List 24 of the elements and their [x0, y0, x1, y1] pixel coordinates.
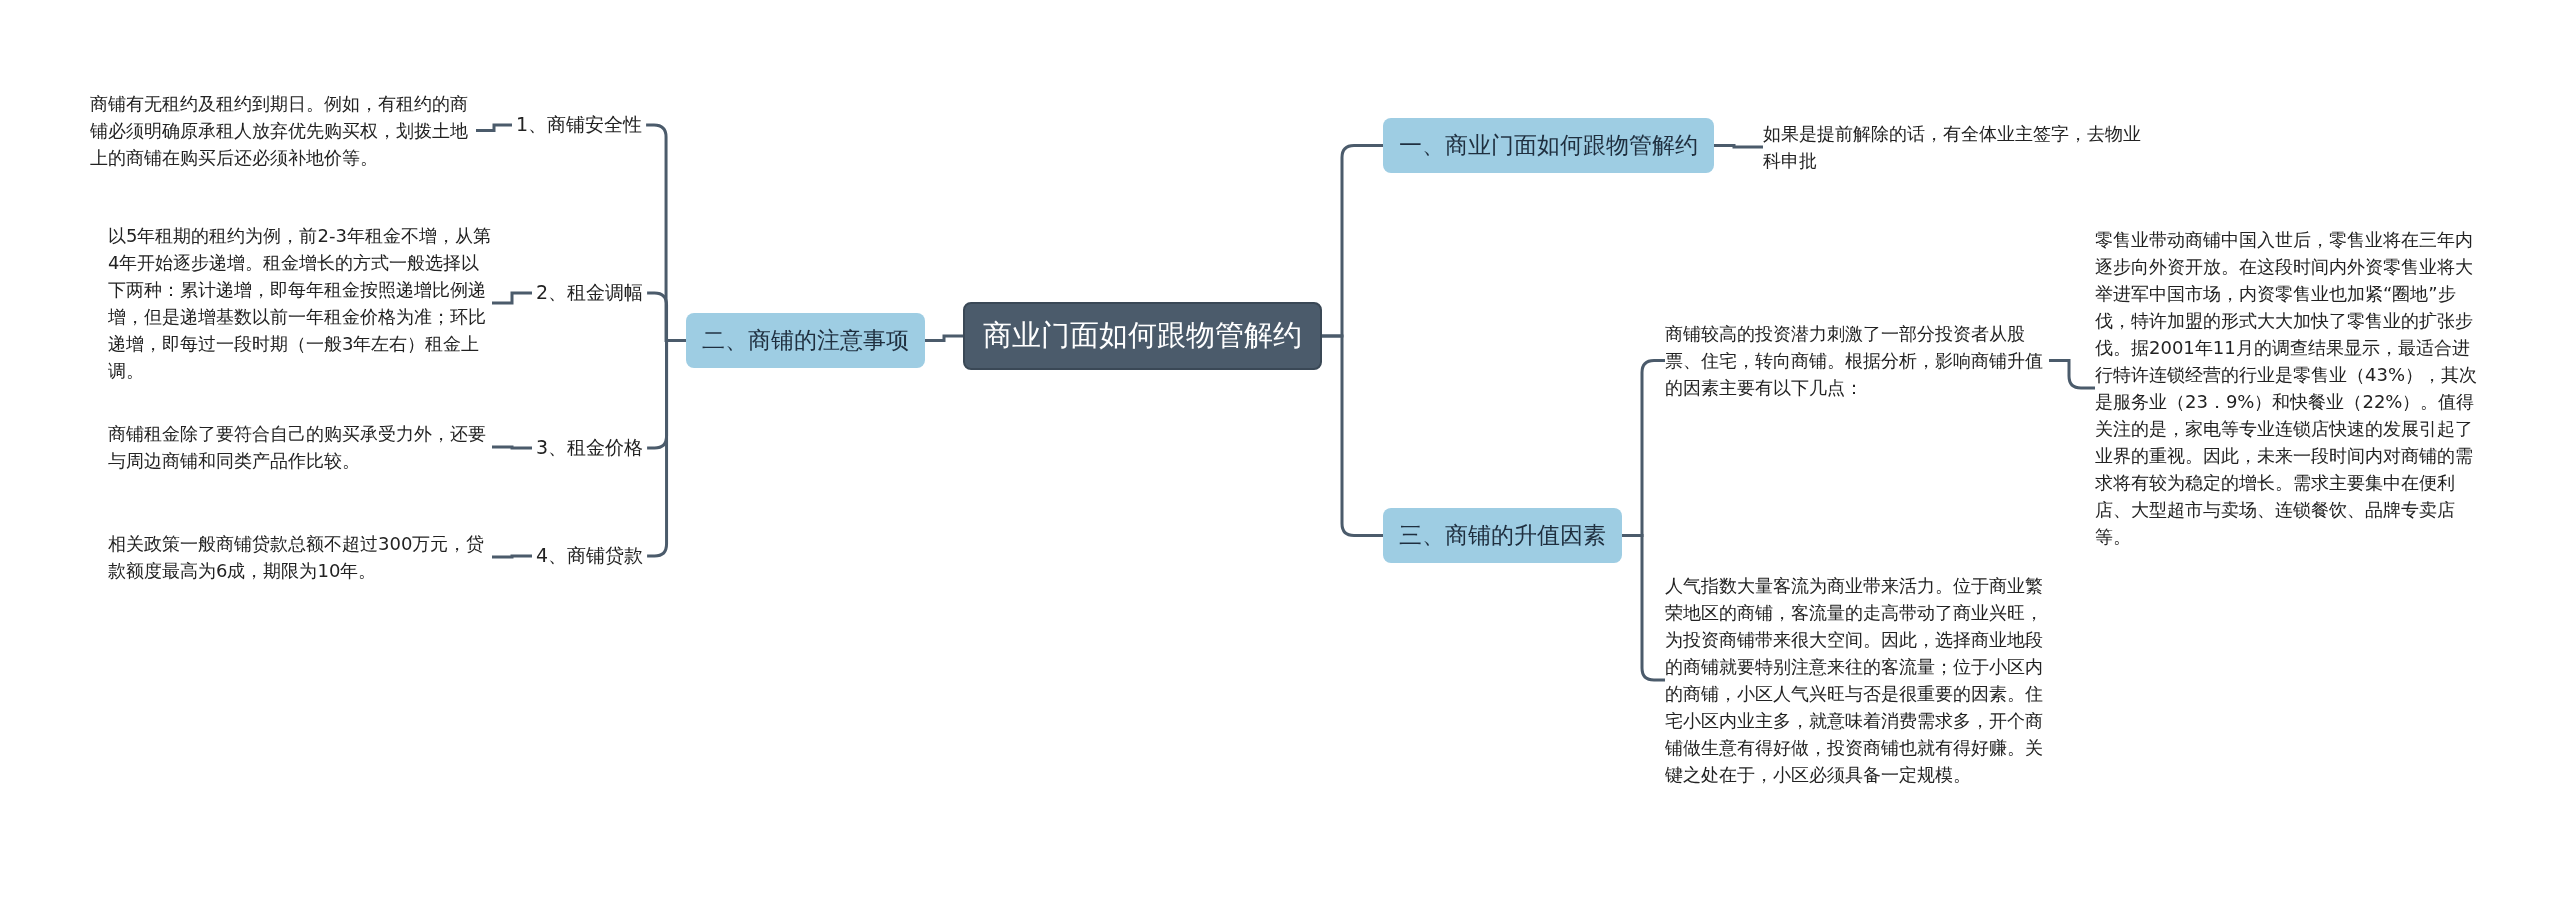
topic-box: 二、商铺的注意事项: [686, 313, 925, 368]
subtopic-label: 1、商铺安全性: [512, 110, 647, 140]
connector-line: [476, 123, 512, 132]
connector-line: [492, 445, 532, 450]
connector-line: [492, 291, 532, 305]
connector-line: [1714, 144, 1763, 149]
subtopic-label: 4、商铺贷款: [532, 541, 648, 571]
note-text: 以5年租期的租约为例，前2-3年租金不增，从第4年开始逐步递增。租金增长的方式一般选择以下两种：累计递增，即每年租金按照递增比例递增，但是递增基数以前一年租金价格为准；环比递增，即每过一段时期（一般3年左右）租金上调。: [108, 222, 492, 384]
note-text: 相关政策一般商铺贷款总额不超过300万元，贷款额度最高为6成，期限为10年。: [108, 530, 492, 584]
topic-box: 三、商铺的升值因素: [1383, 508, 1622, 563]
subtopic-label: 3、租金价格: [532, 433, 648, 463]
connector-line: [492, 554, 532, 559]
note-text: 商铺有无租约及租约到期日。例如，有租约的商铺必须明确原承租人放弃优先购买权，划拨土地上的商铺在购买后还必须补地价等。: [90, 90, 476, 171]
note-text: 如果是提前解除的话，有全体业主签字，去物业科申批: [1763, 120, 2143, 174]
note-text: 商铺租金除了要符合自己的购买承受力外，还要与周边商铺和同类产品作比较。: [108, 420, 492, 474]
subtopic-label: 2、租金调幅: [532, 278, 648, 308]
connector-line: [1322, 334, 1383, 537]
note-text: 商铺较高的投资潜力刺激了一部分投资者从股票、住宅，转向商铺。根据分析，影响商铺升值的因素主要有以下几点：: [1665, 320, 2049, 401]
connector-line: [925, 334, 963, 342]
topic-box: 一、商业门面如何跟物管解约: [1383, 118, 1714, 173]
note-text: 人气指数大量客流为商业带来活力。位于商业繁荣地区的商铺，客流量的走高带动了商业兴旺，为投资商铺带来很大空间。因此，选择商业地段的商铺就要特别注意来往的客流量；位于小区内的商铺，小区人气兴旺与否是很重要的因素。住宅小区内业主多，就意味着消费需求多，开个商铺做生意有得好做，投资商铺也就有得好赚。关键之处在于，小区必须具备一定规模。: [1665, 572, 2049, 788]
central-topic-box: 商业门面如何跟物管解约: [963, 302, 1322, 370]
connector-line: [2049, 359, 2095, 390]
note-text: 零售业带动商铺中国入世后，零售业将在三年内逐步向外资开放。在这段时间内外资零售业将大举进军中国市场，内资零售业也加紧“圈地”步伐，特许加盟的形式大大加快了零售业的扩张步伐。据2001年11月的调查结果显示，最适合进行特许连锁经营的行业是零售业（43%），其次是服务业（23．9%）和快餐业（22%）。值得关注的是，家电等专业连锁店快速的发展引起了业界的重视。因此，未来一段时间内对商铺的需求将有较为稳定的增长。需求主要集中在便利店、大型超市与卖场、连锁餐饮、品牌专卖店等。: [2095, 226, 2479, 550]
